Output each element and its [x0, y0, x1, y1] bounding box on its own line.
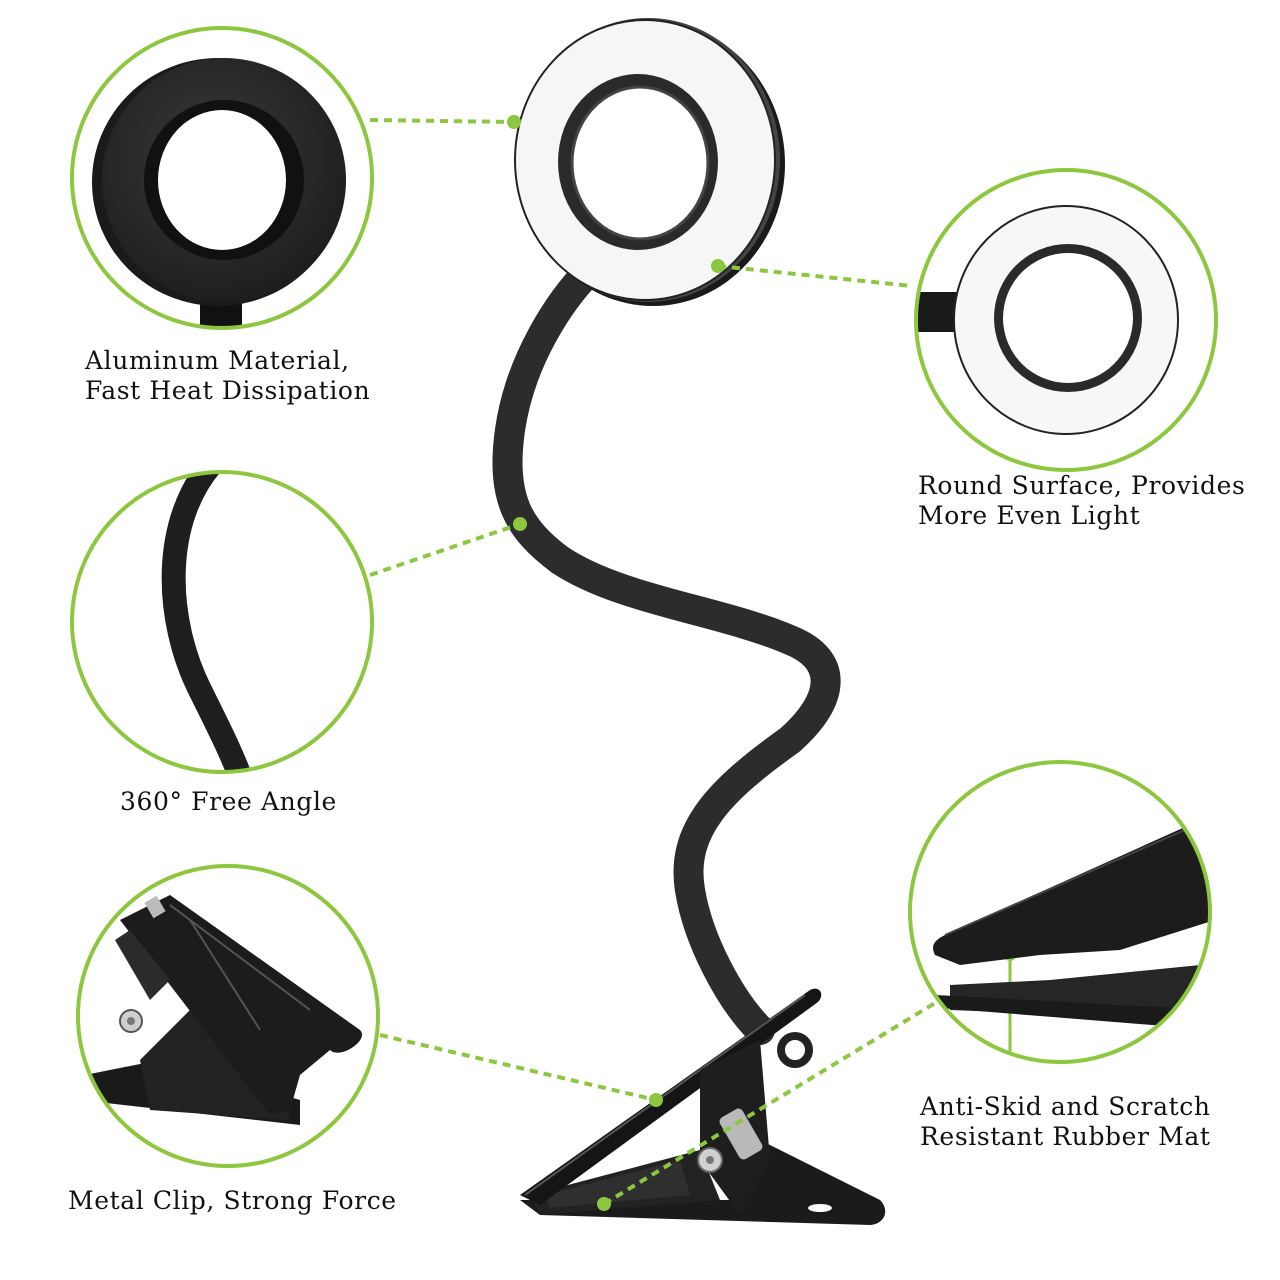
caption-free-angle: 360° Free Angle	[120, 787, 337, 817]
detail-circle-rubber-mat	[908, 760, 1212, 1064]
caption-line: Round Surface, Provides	[918, 471, 1246, 500]
caption-line: Aluminum Material,	[85, 346, 350, 375]
caption-line: Anti-Skid and Scratch	[920, 1092, 1211, 1121]
caption-aluminum: Aluminum Material, Fast Heat Dissipation	[85, 346, 370, 406]
detail-circle-aluminum	[70, 26, 374, 330]
detail-circle-free-angle	[70, 470, 374, 774]
detail-circle-round-surface	[914, 168, 1218, 472]
caption-line: More Even Light	[918, 501, 1141, 530]
caption-line: Fast Heat Dissipation	[85, 376, 371, 405]
caption-line: Metal Clip, Strong Force	[68, 1186, 397, 1215]
caption-round-surface: Round Surface, Provides More Even Light	[918, 471, 1245, 531]
caption-metal-clip: Metal Clip, Strong Force	[68, 1186, 397, 1216]
caption-line: Resistant Rubber Mat	[920, 1122, 1211, 1151]
detail-circle-metal-clip	[76, 864, 380, 1168]
caption-line: 360° Free Angle	[120, 787, 337, 816]
main-lamp	[492, 18, 886, 1225]
main-clip	[520, 988, 886, 1225]
gooseneck	[492, 255, 841, 1045]
ring-head	[514, 18, 785, 306]
caption-rubber-mat: Anti-Skid and Scratch Resistant Rubber M…	[920, 1092, 1211, 1152]
